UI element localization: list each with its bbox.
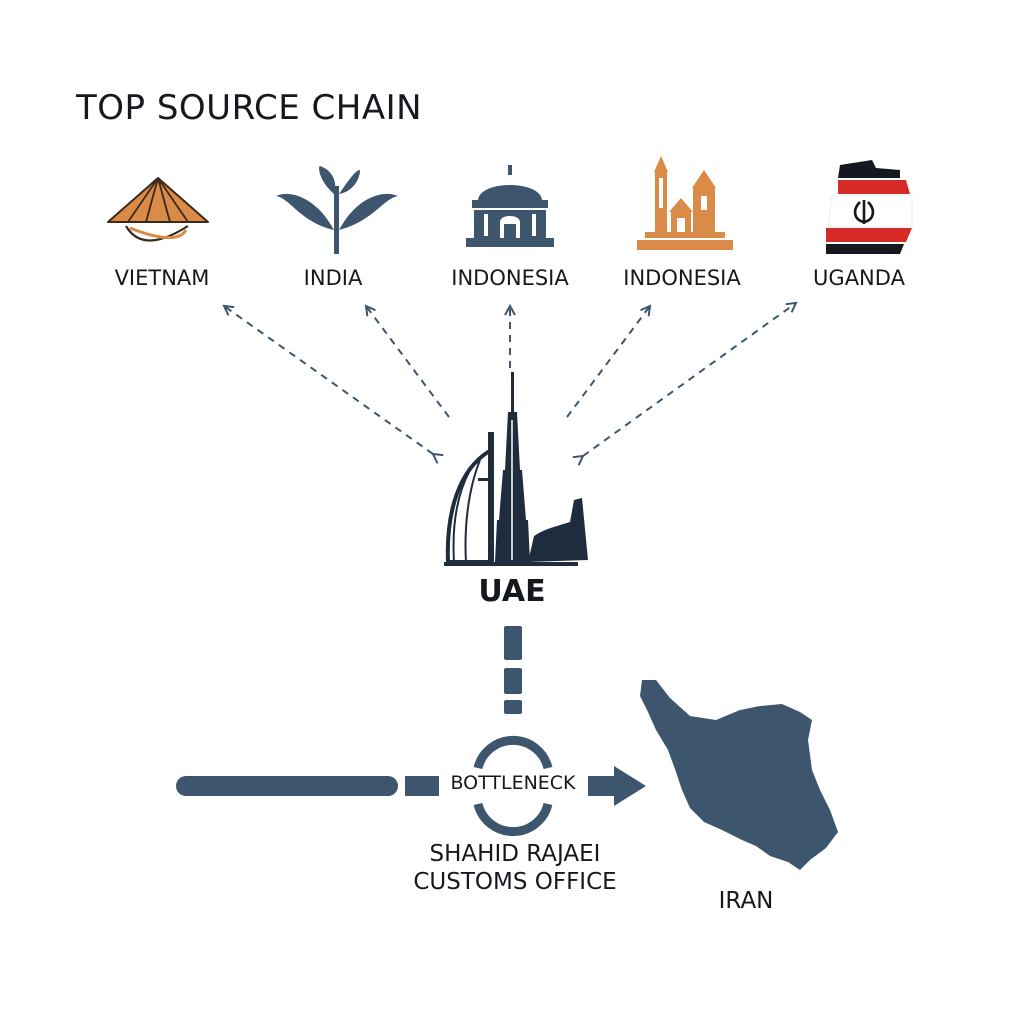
customs-line-2: CUSTOMS OFFICE bbox=[413, 869, 617, 895]
destination-label: IRAN bbox=[718, 888, 774, 914]
conical-hat-icon bbox=[107, 177, 209, 242]
customs-office-label: SHAHID RAJAEI CUSTOMS OFFICE bbox=[390, 840, 640, 896]
flag-map-icon bbox=[826, 160, 913, 254]
source-label-uganda: UGANDA bbox=[813, 266, 905, 290]
bottleneck-label: BOTTLENECK bbox=[450, 772, 576, 794]
dubai-skyline-icon bbox=[444, 372, 588, 566]
customs-line-1: SHAHID RAJAEI bbox=[429, 841, 601, 867]
arrow-to-vietnam bbox=[224, 306, 433, 454]
minaret-mosque-icon bbox=[637, 156, 733, 250]
diagram-title: TOP SOURCE CHAIN bbox=[76, 88, 423, 128]
source-label-vietnam: VIETNAM bbox=[114, 266, 210, 290]
uae-to-bottleneck-connector bbox=[504, 626, 522, 714]
hub-label: UAE bbox=[478, 574, 546, 609]
temple-icon bbox=[466, 165, 554, 247]
source-flow-arrows bbox=[224, 303, 796, 456]
source-label-indonesia-1: INDONESIA bbox=[451, 266, 569, 290]
arrow-to-uganda bbox=[583, 303, 796, 456]
tea-plant-icon bbox=[276, 166, 398, 254]
source-label-india: INDIA bbox=[303, 266, 363, 290]
arrow-to-india bbox=[366, 306, 450, 418]
source-label-indonesia-2: INDONESIA bbox=[623, 266, 741, 290]
bottleneck-ring bbox=[473, 735, 553, 837]
arrow-to-indonesia-2 bbox=[566, 306, 650, 418]
main-flow-bar bbox=[176, 766, 646, 806]
iran-map-icon bbox=[640, 680, 838, 870]
